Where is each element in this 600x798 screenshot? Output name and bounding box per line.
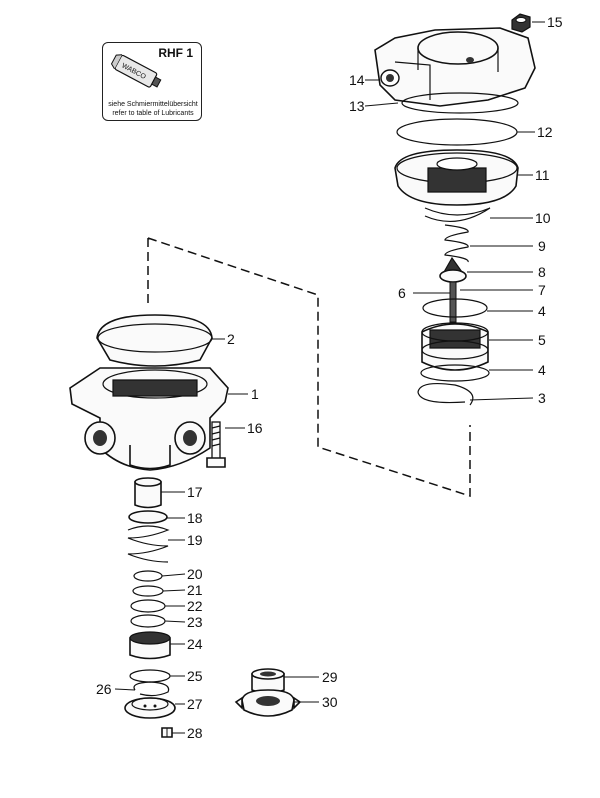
label-15: 15 [547,14,563,30]
part-4-ring-lower [420,364,490,382]
part-3-circlip [417,382,474,406]
part-22-ring [130,599,166,613]
part-28-screw [161,727,173,738]
part-25-ring [129,669,171,683]
label-12: 12 [537,124,553,140]
label-25: 25 [187,668,203,684]
label-22: 22 [187,598,203,614]
part-9-spring [444,224,469,263]
part-4-ring-upper [422,298,488,318]
part-12-seal [396,118,518,146]
label-17: 17 [187,484,203,500]
label-4-upper: 4 [538,303,546,319]
label-2: 2 [227,331,235,347]
lubricant-code: RHF 1 [158,46,193,60]
label-11: 11 [535,167,550,183]
part-19-spring [127,525,170,563]
label-4-lower: 4 [538,362,546,378]
label-26: 26 [96,681,112,697]
lubricant-reference-box: RHF 1 WABCO siehe Schmiermittelübersicht… [102,42,202,121]
label-16: 16 [247,420,263,436]
label-19: 19 [187,532,203,548]
part-11-piston [394,149,519,206]
part-18-washer [128,510,168,524]
part-15-nut [511,13,531,33]
label-3: 3 [538,390,546,406]
part-8-valve [439,256,467,283]
part-14-cover [374,27,536,107]
part-27-cap [124,697,176,719]
part-5-inlet-body [421,322,489,371]
part-labels: 15 14 13 12 11 10 9 8 7 6 4 5 4 3 2 1 16… [96,14,563,741]
part-24-insert [129,631,171,660]
part-16-bolt [206,421,226,468]
label-1: 1 [251,386,259,402]
part-7-stem [449,281,457,323]
part-30-cap [234,689,302,717]
label-29: 29 [322,669,338,685]
label-18: 18 [187,510,203,526]
label-20: 20 [187,566,203,582]
lubricant-note-german: siehe Schmiermittelübersicht [108,101,198,108]
label-14: 14 [349,72,365,88]
label-30: 30 [322,694,338,710]
part-20-ring [133,570,163,582]
label-10: 10 [535,210,551,226]
lubricant-note-english: refer to table of Lubricants [112,110,194,117]
lubricant-tube-icon: WABCO [110,54,162,88]
part-21-ring [132,585,164,597]
label-21: 21 [187,582,203,598]
part-17-plug [134,477,162,509]
label-27: 27 [187,696,203,712]
label-9: 9 [538,238,546,254]
label-5: 5 [538,332,546,348]
part-23-ring [130,614,166,628]
label-6: 6 [398,285,406,301]
part-26-circlip [133,681,170,697]
label-13: 13 [349,98,365,114]
part-10-spring [424,207,491,222]
assembly-dashed-line [147,237,471,498]
label-24: 24 [187,636,203,652]
part-2-diaphragm [96,314,213,367]
label-23: 23 [187,614,203,630]
label-8: 8 [538,264,546,280]
label-28: 28 [187,725,203,741]
part-1-housing [69,367,229,471]
leader-lines [114,21,545,734]
part-13-ring [401,92,519,114]
label-7: 7 [538,282,546,298]
